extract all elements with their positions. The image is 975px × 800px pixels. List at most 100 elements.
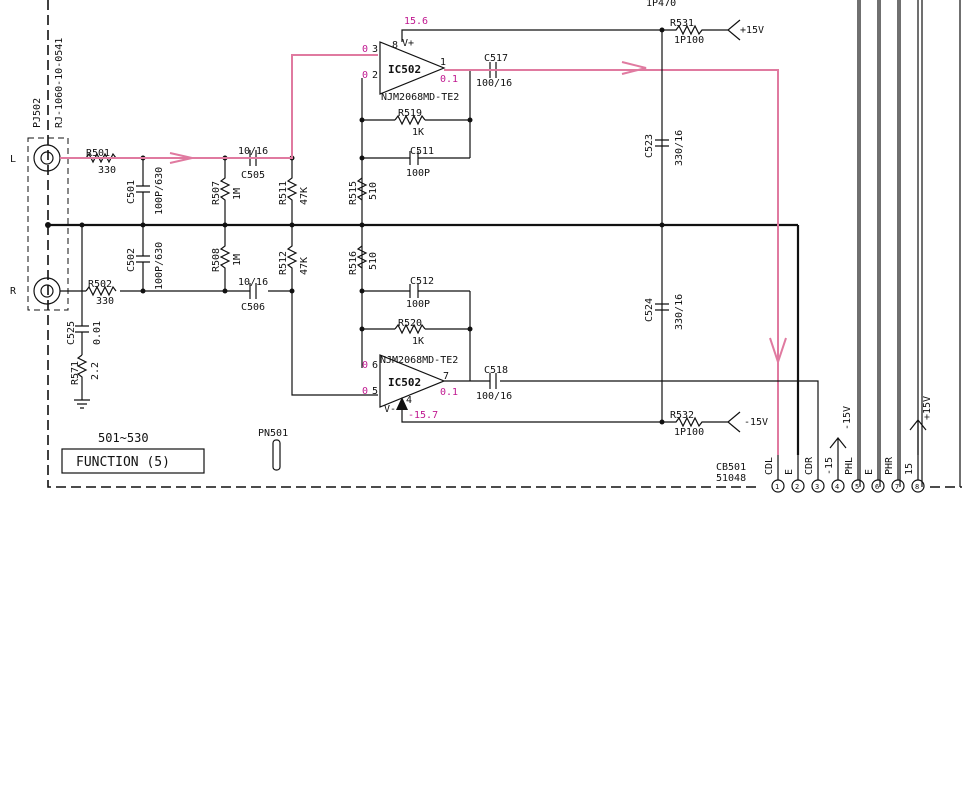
- svg-text:100/16: 100/16: [476, 78, 512, 89]
- svg-text:1: 1: [775, 483, 779, 491]
- svg-text:NJM2068MD-TE2: NJM2068MD-TE2: [381, 92, 459, 103]
- svg-text:1: 1: [440, 57, 446, 68]
- svg-text:47K: 47K: [299, 257, 310, 275]
- pin-r-label: R: [10, 286, 17, 297]
- svg-text:1K: 1K: [412, 336, 424, 347]
- svg-text:1M: 1M: [232, 254, 243, 266]
- svg-text:R507: R507: [211, 181, 222, 205]
- cb-pin-2: E2: [784, 469, 805, 493]
- zigzag-r520: [394, 323, 426, 335]
- svg-text:1P100: 1P100: [674, 35, 704, 46]
- svg-text:-15: -15: [824, 457, 835, 475]
- capacitor-c502: C502 100P/630: [126, 225, 165, 291]
- capacitor-c524: C524 330/16: [644, 294, 685, 330]
- resistor-r501: R501 330: [86, 148, 116, 176]
- pin-l-label: L: [10, 154, 16, 165]
- supply-minus: -15V: [744, 417, 768, 428]
- capacitor-c505: 10/16 C505: [238, 146, 268, 181]
- svg-text:C518: C518: [484, 365, 508, 376]
- function-box: [61, 448, 205, 474]
- board-outline: [47, 0, 962, 488]
- svg-text:PHL: PHL: [844, 457, 855, 475]
- svg-text:510: 510: [368, 182, 379, 200]
- svg-text:C517: C517: [484, 53, 508, 64]
- svg-text:0.1: 0.1: [440, 387, 458, 398]
- svg-text:NJM2068MD-TE2: NJM2068MD-TE2: [380, 355, 458, 366]
- svg-text:2.2: 2.2: [90, 362, 101, 380]
- svg-text:10/16: 10/16: [238, 146, 268, 157]
- opamp-ic502-a: IC502 NJM2068MD-TE2 0 3 0 2 1 0.1 8 V+ 1…: [362, 16, 662, 103]
- svg-text:CDL: CDL: [764, 457, 775, 475]
- arrow-plus15: [727, 19, 741, 41]
- supply-plus: +15V: [740, 25, 764, 36]
- svg-text:0: 0: [362, 44, 368, 55]
- pn501: PN501: [258, 428, 288, 471]
- svg-text:C525: C525: [66, 321, 77, 345]
- svg-text:E: E: [864, 469, 875, 475]
- svg-text:100P/630: 100P/630: [154, 242, 165, 290]
- ground-symbol: [74, 399, 90, 409]
- resistor-r520: R520 1K: [398, 318, 424, 347]
- svg-text:R516: R516: [348, 251, 359, 275]
- svg-text:7: 7: [895, 483, 899, 491]
- signal-arrow-out: [621, 61, 647, 75]
- r501-ref: R501: [86, 148, 110, 159]
- cb-pin-6: E6: [864, 469, 885, 493]
- svg-text:-15.7: -15.7: [408, 410, 438, 421]
- resistor-r507: R507 1M: [211, 158, 243, 225]
- svg-text:1M: 1M: [232, 188, 243, 200]
- svg-text:R532: R532: [670, 410, 694, 421]
- svg-text:51048: 51048: [716, 473, 746, 484]
- svg-text:6: 6: [875, 483, 879, 491]
- svg-text:100P: 100P: [406, 299, 430, 310]
- jack-pj502: PJ502 RJ-1060-10-0541 L R: [10, 38, 69, 311]
- resistor-r515: R515 510: [348, 177, 379, 205]
- cb-pin-8: 158: [904, 463, 925, 493]
- resistor-r532: R532 1P100: [662, 410, 728, 438]
- resistor-r502: R502 330: [88, 279, 114, 307]
- svg-text:C524: C524: [644, 298, 655, 322]
- svg-text:1K: 1K: [412, 127, 424, 138]
- function-block: 501~530 FUNCTION (5): [61, 431, 205, 474]
- svg-text:10/16: 10/16: [238, 277, 268, 288]
- svg-text:15.6: 15.6: [404, 16, 428, 27]
- svg-text:100P: 100P: [406, 168, 430, 179]
- capacitor-c523: C523 330/16: [644, 130, 685, 166]
- svg-text:+15V: +15V: [922, 396, 933, 420]
- svg-text:C512: C512: [410, 276, 434, 287]
- svg-text:15: 15: [904, 463, 915, 475]
- opamp-ic502-b: IC502 NJM2068MD-TE2 0 6 0 5 7 0.1 4 V- -…: [362, 354, 662, 423]
- svg-text:47K: 47K: [299, 187, 310, 205]
- svg-text:V-: V-: [384, 404, 396, 415]
- svg-text:510: 510: [368, 252, 379, 270]
- wire-out-r: [444, 380, 819, 455]
- signal-path-l: [60, 54, 378, 159]
- block-range: 501~530: [98, 431, 149, 445]
- svg-text:R511: R511: [278, 181, 289, 205]
- svg-text:C501: C501: [126, 180, 137, 204]
- svg-text:4: 4: [406, 395, 412, 406]
- svg-text:6: 6: [372, 360, 378, 371]
- svg-text:C502: C502: [126, 248, 137, 272]
- resistor-r531: 1P470 R531 1P100: [646, 0, 728, 46]
- pj-ref: PJ502: [32, 98, 43, 128]
- signal-arrow-down: [769, 337, 787, 366]
- svg-text:3: 3: [372, 44, 378, 55]
- resistor-r511: R511 47K: [278, 158, 310, 225]
- svg-text:R531: R531: [670, 18, 694, 29]
- capacitor-c512: C512 100P: [406, 276, 434, 310]
- svg-text:E: E: [784, 469, 795, 475]
- svg-text:0: 0: [362, 360, 368, 371]
- resistor-r516: R516 510: [348, 245, 379, 275]
- svg-text:R520: R520: [398, 318, 422, 329]
- svg-text:0.1: 0.1: [440, 74, 458, 85]
- r501-value: 330: [98, 165, 116, 176]
- feedback-bottom: [361, 225, 471, 381]
- svg-text:PHR: PHR: [884, 456, 895, 475]
- jack-r-inner: [40, 284, 54, 298]
- svg-text:IC502: IC502: [388, 376, 421, 389]
